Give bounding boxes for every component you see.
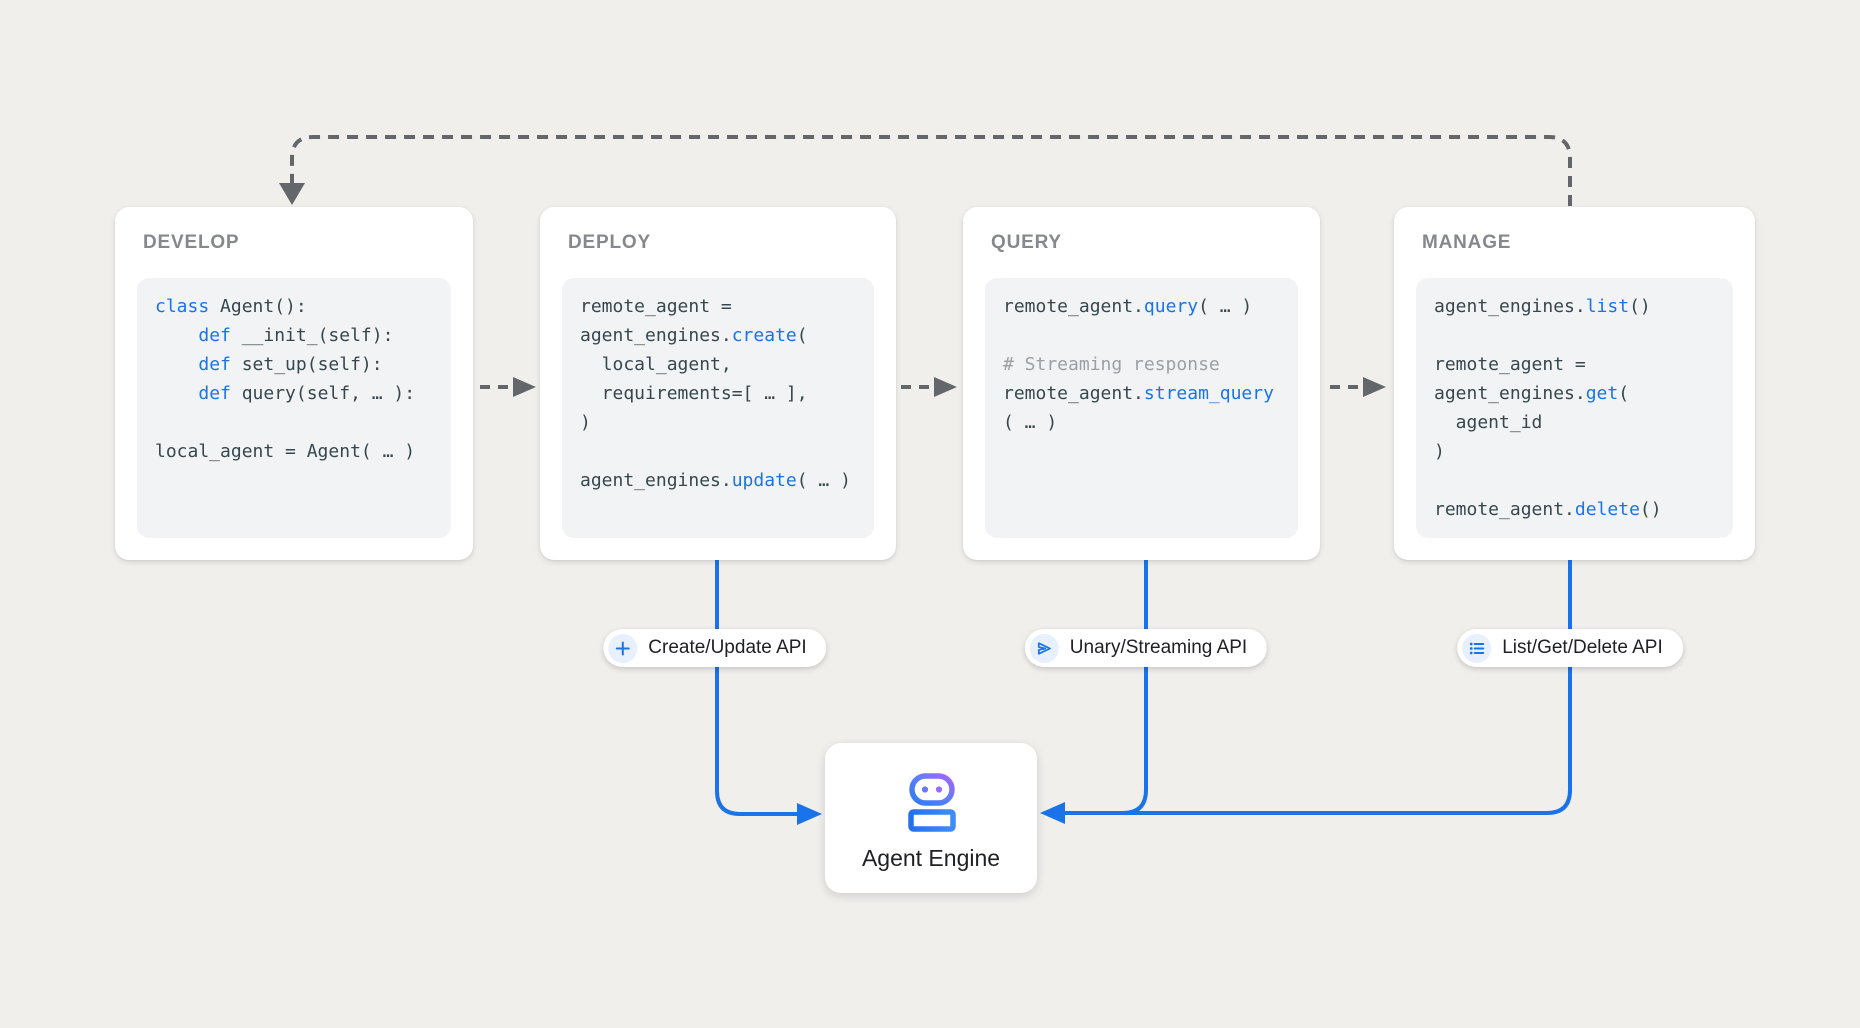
agent-engine-label: Agent Engine [861,844,1001,871]
pill-label: List/Get/Delete API [1502,637,1663,658]
code-line: class Agent(): [155,296,307,317]
code-line: local_agent, [580,354,732,375]
code-line: def set_up(self): [198,354,383,375]
code-line: remote_agent = [1434,354,1586,375]
deploy-card-title: DEPLOY [568,232,651,253]
code-line [1434,321,1717,350]
query-code-block: remote_agent.query( … ) # Streaming resp… [985,278,1298,538]
flow-arrow-develop-deploy [480,377,536,397]
pill-label: Create/Update API [648,637,807,658]
code-line: agent_engines.get( [1434,383,1630,404]
code-line: agent_engines.update( … ) [580,470,851,491]
arrowhead-right [513,377,536,397]
deploy-code-block: remote_agent = agent_engines.create( loca… [562,278,874,538]
arrowhead-left [1040,802,1065,824]
code-line: local_agent = Agent( … ) [155,441,416,462]
code-line: agent_engines.list() [1434,296,1651,317]
code-line [580,437,858,466]
pill-label: Unary/Streaming API [1069,637,1248,658]
code-line: remote_agent.delete() [1434,499,1662,520]
arrowhead-right [934,377,957,397]
code-line [1434,466,1717,495]
robot-icon [908,772,956,832]
manage-card-title: MANAGE [1422,232,1512,253]
flow-arrow-deploy-query [901,377,957,397]
deploy-card: DEPLOY remote_agent = agent_engines.creat… [540,207,896,560]
arrowhead-right [1363,377,1386,397]
code-line: def __init_(self): [198,325,394,346]
agent-engine-node: Agent Engine [825,743,1037,893]
code-line: requirements=[ … ], [580,383,808,404]
query-card-title: QUERY [991,232,1062,253]
develop-card: DEVELOP class Agent(): def __init_(self)… [115,207,473,560]
code-line: remote_agent.stream_query [1003,383,1274,404]
query-card: QUERY remote_agent.query( … ) # Streamin… [963,207,1320,560]
code-line: ) [580,412,591,433]
list-icon [1462,633,1492,663]
code-line: agent_id [1434,412,1543,433]
manage-card: MANAGE agent_engines.list() remote_agent… [1394,207,1755,560]
unary-streaming-api-pill: Unary/Streaming API [1024,629,1268,667]
code-line: # Streaming response [1003,354,1220,375]
arrowhead-right [797,803,822,825]
code-line: remote_agent = [580,296,732,317]
send-icon [1029,633,1059,663]
code-line: def query(self, … ): [198,383,416,404]
create-update-api-pill: Create/Update API [603,629,827,667]
api-line-query-engine [1098,557,1148,815]
api-line-manage-engine [1040,557,1572,824]
code-line: ( … ) [1003,412,1058,433]
api-line-deploy-engine [715,557,822,825]
code-line: remote_agent.query( … ) [1003,296,1253,317]
code-line [155,408,435,437]
manage-code-block: agent_engines.list() remote_agent = agent… [1416,278,1733,538]
develop-code-block: class Agent(): def __init_(self): def se… [137,278,451,538]
code-line [1003,321,1282,350]
feedback-loop-arrow [279,135,1572,206]
arrowhead-down [279,183,305,205]
flow-arrow-query-manage [1330,377,1386,397]
plus-icon [608,633,638,663]
code-line: agent_engines.create( [580,325,808,346]
list-get-delete-api-pill: List/Get/Delete API [1457,629,1683,667]
develop-card-title: DEVELOP [143,232,240,253]
code-line: ) [1434,441,1445,462]
